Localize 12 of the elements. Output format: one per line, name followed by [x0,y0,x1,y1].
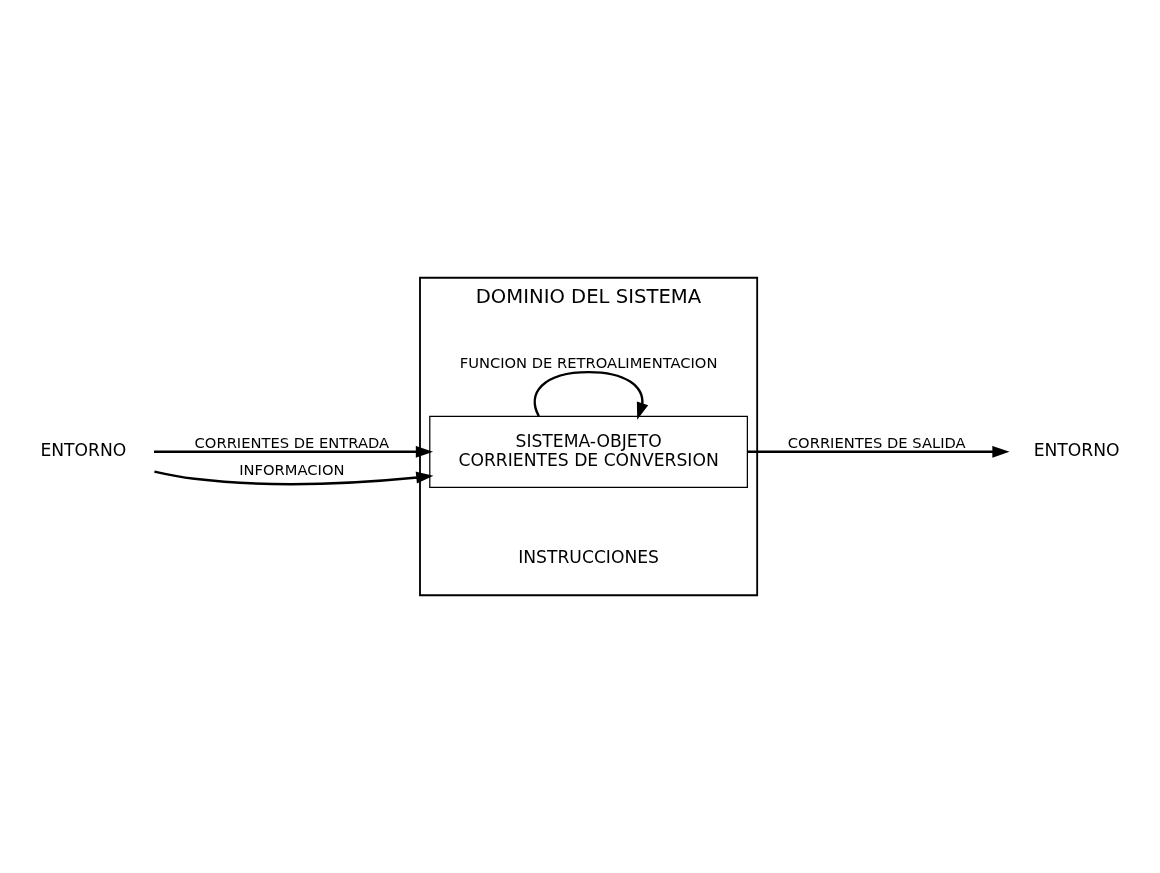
node-text: ENTORNO [1033,440,1120,461]
edge-label: CORRIENTES DE ENTRADA [194,433,390,451]
arrow [154,470,434,486]
edge-label: CORRIENTES DE SALIDA [787,433,966,451]
arrow [533,370,649,420]
arrow [154,445,434,458]
edge-label: INFORMACION [239,460,345,478]
edge-label: FUNCION DE RETROALIMENTACION [459,353,718,371]
label: INSTRUCCIONES [518,547,659,568]
node-text: ENTORNO [40,440,127,461]
node-box: SISTEMA-OBJETO CORRIENTES DE CONVERSION [429,415,748,488]
arrow [747,445,1010,458]
